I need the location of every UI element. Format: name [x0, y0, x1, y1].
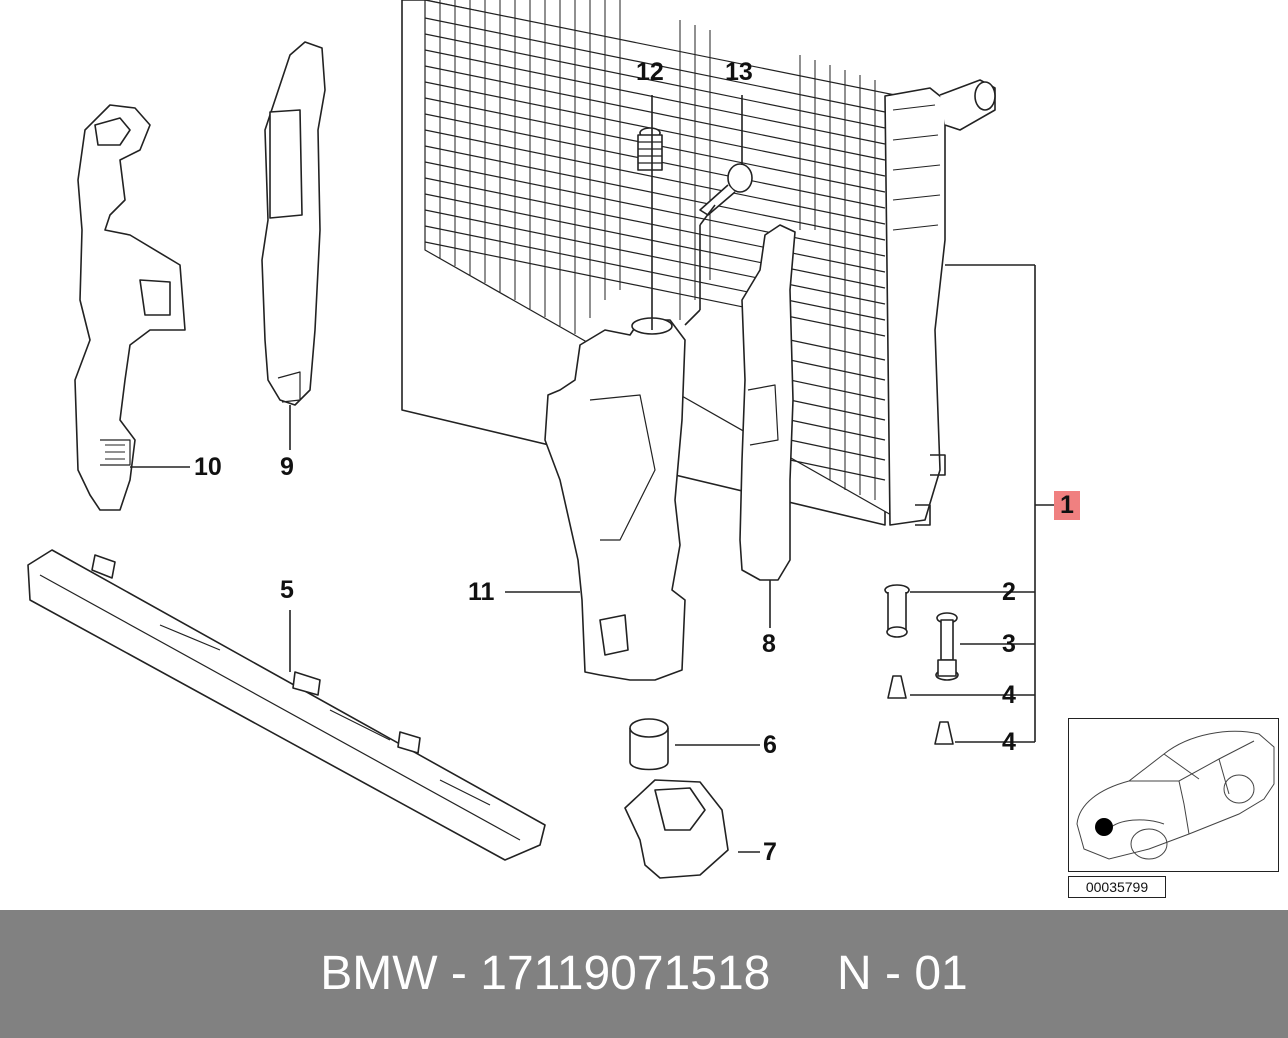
callout-2: 2 — [1002, 578, 1016, 606]
callout-7: 7 — [763, 838, 777, 866]
callout-10: 10 — [194, 453, 222, 481]
fastener-part-3 — [935, 612, 959, 681]
clip-part-4b — [934, 721, 954, 745]
callout-13: 13 — [725, 58, 753, 86]
bracket-part-8 — [739, 224, 796, 581]
callout-5: 5 — [280, 576, 294, 604]
callout-8: 8 — [762, 630, 776, 658]
callout-9: 9 — [280, 453, 294, 481]
callout-6: 6 — [763, 731, 777, 759]
car-outline-icon — [1076, 730, 1275, 860]
radiator-part-1 — [401, 0, 996, 526]
callout-12: 12 — [636, 58, 664, 86]
air-duct-part-11 — [544, 317, 686, 681]
footer-bar: BMW - 17119071518 N - 01 — [0, 910, 1288, 1038]
callout-4b: 4 — [1002, 728, 1016, 756]
vehicle-locator-thumbnail — [1068, 718, 1279, 872]
bracket-part-10 — [74, 104, 186, 511]
rubber-mount-part-6 — [629, 718, 669, 771]
callout-4a: 4 — [1002, 681, 1016, 709]
support-bracket-part-7 — [624, 779, 729, 879]
callout-1: 1 — [1054, 491, 1080, 520]
exploded-parts-diagram — [27, 0, 1055, 879]
lower-rail-part-5 — [27, 549, 546, 861]
leader-lines — [130, 95, 1055, 853]
fastener-part-2 — [884, 584, 910, 638]
part-number-caption: BMW - 17119071518 N - 01 — [320, 947, 968, 1000]
clip-part-4a — [887, 675, 907, 699]
diagram-number: 00035799 — [1068, 876, 1166, 898]
location-marker — [1095, 818, 1113, 836]
callout-11: 11 — [468, 578, 495, 606]
bracket-part-9 — [261, 41, 326, 406]
bolt-part-12 — [637, 127, 663, 171]
screw-part-13 — [699, 163, 753, 216]
callout-3: 3 — [1002, 630, 1016, 658]
